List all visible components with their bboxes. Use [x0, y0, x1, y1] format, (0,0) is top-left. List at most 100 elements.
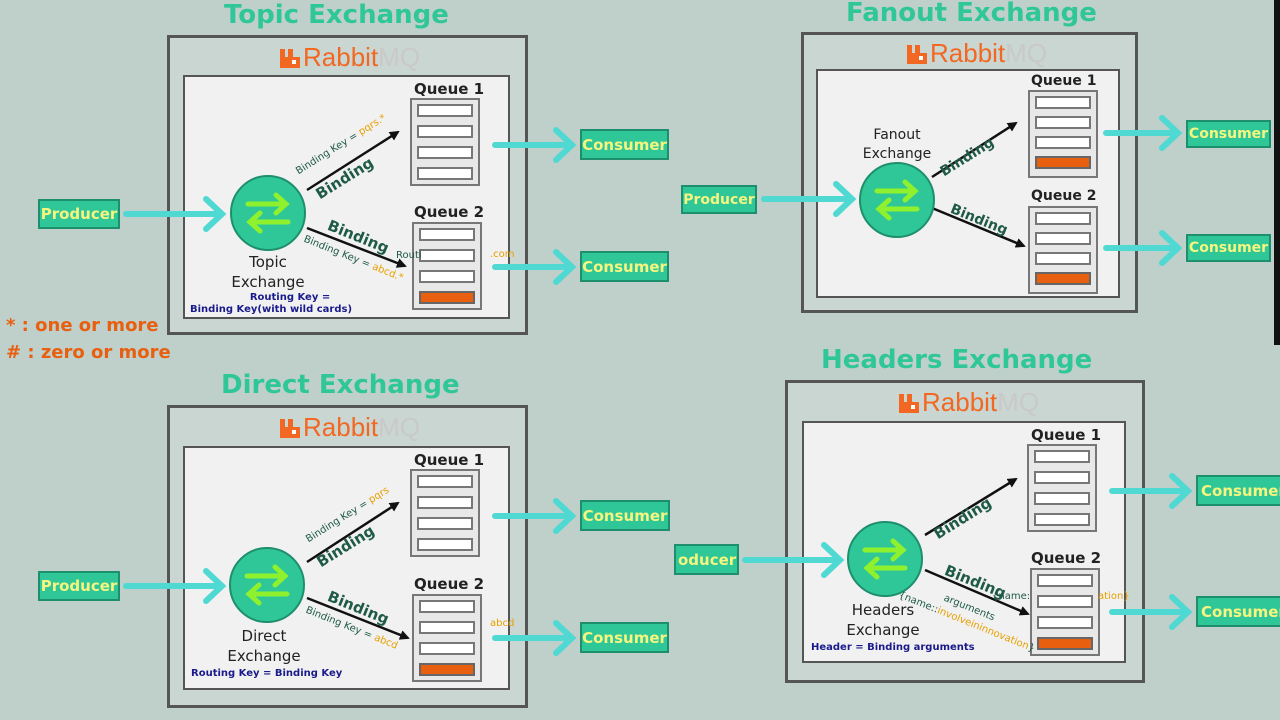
logo-rabbit-text: Rabbit: [930, 38, 1006, 68]
fanout-consumer2-arrow: [1103, 230, 1183, 266]
direct-consumer-2[interactable]: Consumer: [580, 622, 669, 653]
logo-rabbit-text: Rabbit: [303, 42, 379, 72]
rabbitmq-icon: [280, 48, 300, 68]
rabbitmq-icon: [280, 418, 300, 438]
direct-queue2: [412, 594, 482, 682]
headers-queue1-label: Queue 1: [1031, 426, 1102, 444]
fanout-consumer-1[interactable]: Consumer: [1186, 120, 1271, 148]
fanout-consumer1-arrow: [1103, 115, 1183, 151]
fanout-producer-arrow: [761, 181, 857, 217]
topic-queue2-label: Queue 2: [414, 203, 485, 221]
queue-message: [1035, 272, 1091, 285]
direct-exchange-label: Direct Exchange: [221, 626, 307, 666]
logo-rabbit-text: Rabbit: [922, 387, 998, 417]
topic-consumer2-arrow: [492, 249, 577, 285]
queue-slot: [419, 228, 475, 241]
cyan-arrows: [123, 115, 1193, 656]
headers-message-header-suffix: ation}: [1098, 591, 1130, 602]
exchange-label-line2: Exchange: [846, 621, 920, 639]
fanout-binding-arrow-1: [931, 121, 1018, 179]
message-header-prefix: {name:: [992, 591, 1031, 602]
direct-queue1: [410, 469, 480, 557]
rabbitmq-icon: [899, 393, 919, 413]
queue-message: [1035, 156, 1091, 169]
exchange-swap-icon: [245, 192, 291, 234]
headers-producer[interactable]: oducer: [674, 544, 739, 575]
fanout-queue2-label: Queue 2: [1031, 188, 1097, 204]
queue-slot: [1034, 492, 1090, 505]
exchange-label-line2: Exchange: [231, 273, 305, 291]
exchange-label-line1: Fanout: [873, 127, 921, 143]
topic-routing-key-overlap: Routi: [396, 250, 422, 261]
fanout-consumer-2[interactable]: Consumer: [1186, 234, 1271, 262]
headers-binding-arrow-1: [924, 477, 1018, 537]
queue-slot: [1035, 212, 1091, 225]
wildcard-hash-note: # : zero or more: [6, 342, 171, 363]
queue-slot: [417, 517, 473, 530]
queue-slot: [1037, 616, 1093, 629]
headers-consumer-2[interactable]: Consumer: [1196, 596, 1280, 627]
logo-mq-text: MQ: [378, 412, 421, 442]
logo-rabbit-text: Rabbit: [303, 412, 379, 442]
queue-slot: [1037, 595, 1093, 608]
headers-exchange-node: [847, 521, 923, 597]
queue-slot: [1035, 232, 1091, 245]
routing-note-line1: Routing Key =: [249, 292, 331, 303]
queue-message: [1037, 637, 1093, 650]
queue-slot: [419, 270, 475, 283]
headers-consumer2-arrow: [1109, 594, 1193, 630]
exchange-label-line2: Exchange: [227, 647, 301, 665]
topic-consumer-1[interactable]: Consumer: [580, 129, 669, 160]
headers-consumer-1[interactable]: Consumer: [1196, 475, 1280, 506]
topic-consumer1-arrow: [492, 127, 577, 163]
message-header-suffix: ation}: [1098, 591, 1130, 602]
queue-slot: [417, 146, 473, 159]
topic-exchange-label: Topic Exchange: [225, 252, 311, 292]
exchange-swap-icon: [874, 179, 920, 221]
exchange-label-line1: Direct: [241, 627, 287, 645]
queue-slot: [419, 249, 475, 262]
direct-producer[interactable]: Producer: [38, 571, 120, 601]
direct-consumer-1[interactable]: Consumer: [580, 500, 670, 531]
exchange-swap-icon: [244, 564, 290, 606]
wildcard-star-note: * : one or more: [6, 315, 159, 336]
headers-queue1: [1027, 444, 1097, 532]
topic-exchange-title: Topic Exchange: [224, 0, 449, 30]
direct-queue2-label: Queue 2: [414, 575, 485, 593]
exchange-label-line1: Topic: [249, 253, 287, 271]
queue-slot: [1035, 136, 1091, 149]
topic-queue1-label: Queue 1: [414, 80, 485, 98]
topic-binding-arrow-1: [306, 130, 400, 192]
queue-slot: [417, 538, 473, 551]
direct-routing-note: Routing Key = Binding Key: [191, 668, 343, 679]
queue-slot: [1035, 116, 1091, 129]
direct-exchange-title: Direct Exchange: [221, 370, 460, 400]
right-edge-bar: [1274, 0, 1280, 345]
direct-queue1-label: Queue 1: [414, 451, 485, 469]
topic-producer-arrow: [123, 196, 227, 232]
fanout-producer[interactable]: Producer: [681, 185, 757, 214]
direct-binding-arrow-1: [306, 501, 400, 564]
headers-queue2: [1030, 568, 1100, 656]
direct-exchange-node: [229, 547, 305, 623]
queue-slot: [1035, 96, 1091, 109]
topic-consumer-2[interactable]: Consumer: [580, 251, 669, 282]
fanout-exchange-label: Fanout Exchange: [854, 126, 940, 164]
routing-note-line2: Binding Key(with wild cards): [190, 304, 353, 315]
headers-consumer1-arrow: [1109, 473, 1193, 509]
exchange-label-line1: Headers: [851, 601, 915, 619]
headers-note: Header = Binding arguments: [811, 642, 975, 653]
headers-message-header: {name:: [992, 591, 1030, 602]
topic-producer[interactable]: Producer: [38, 199, 120, 229]
topic-routing-note: Routing Key = Binding Key(with wild card…: [190, 292, 352, 316]
headers-queue2-label: Queue 2: [1031, 549, 1102, 567]
direct-binding-arrow-2: [306, 596, 410, 640]
direct-producer-arrow: [123, 568, 227, 604]
queue-slot: [1035, 252, 1091, 265]
queue-slot: [419, 600, 475, 613]
topic-exchange-node: [230, 175, 306, 251]
queue-slot: [417, 167, 473, 180]
